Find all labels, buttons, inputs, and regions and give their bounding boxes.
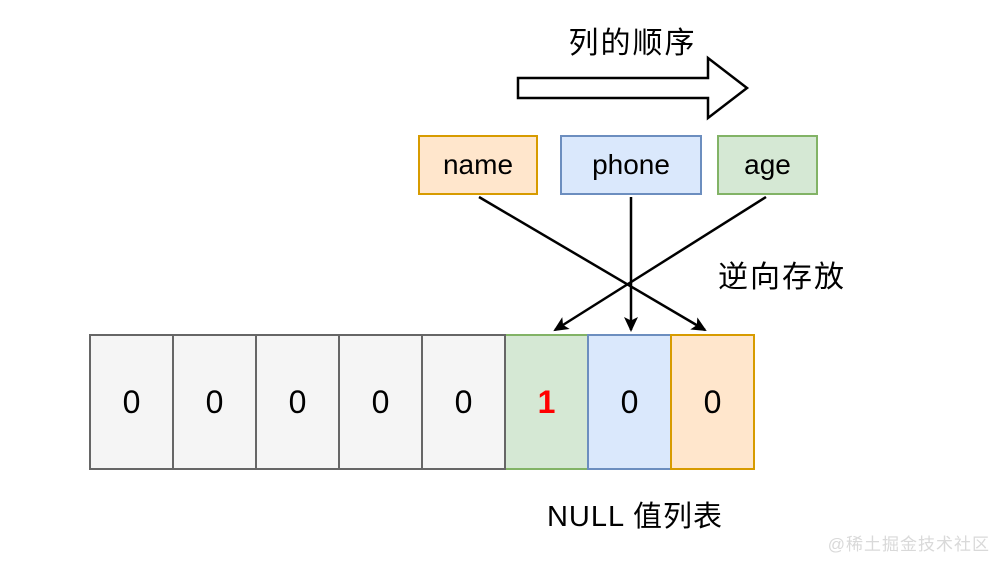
bitmap-cell-3: 0 bbox=[255, 334, 340, 470]
column-order-title: 列的顺序 bbox=[568, 27, 697, 60]
bitmap-cell-name: 0 bbox=[670, 334, 755, 470]
null-list-label: NULL 值列表 bbox=[546, 501, 724, 533]
bitmap-cell-phone: 0 bbox=[587, 334, 672, 470]
bitmap-cell-5: 0 bbox=[421, 334, 506, 470]
watermark-text: @稀土掘金技术社区 bbox=[827, 535, 990, 554]
null-bitmap-row: 0 0 0 0 0 1 0 0 bbox=[89, 334, 755, 470]
column-label-name: name bbox=[442, 149, 514, 180]
reverse-store-label: 逆向存放 bbox=[718, 261, 846, 294]
bitmap-cell-age: 1 bbox=[504, 334, 589, 470]
arrow-name-to-orange-cell bbox=[478, 195, 707, 332]
column-box-name: name bbox=[418, 135, 538, 195]
column-order-arrow-icon bbox=[516, 55, 750, 121]
bitmap-cell-2: 0 bbox=[172, 334, 257, 470]
bitmap-cell-1: 0 bbox=[89, 334, 174, 470]
column-box-age: age bbox=[717, 135, 818, 195]
bitmap-cell-4: 0 bbox=[338, 334, 423, 470]
column-label-phone: phone bbox=[592, 149, 670, 180]
column-label-age: age bbox=[744, 149, 791, 180]
column-box-phone: phone bbox=[560, 135, 702, 195]
